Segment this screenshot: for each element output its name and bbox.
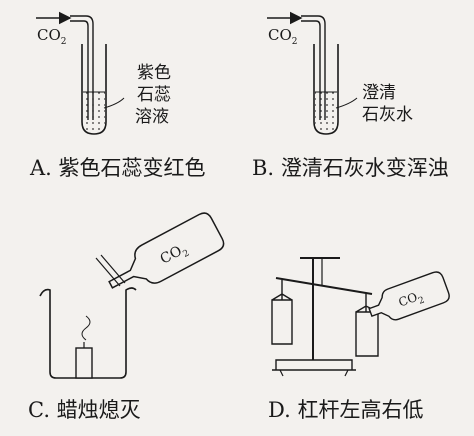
label-leader-b [335, 97, 358, 109]
smoke-c [81, 315, 91, 341]
litmus-label-line2: 石蕊 [137, 85, 171, 105]
panel-d-diagram: CO2 [271, 257, 450, 377]
lever-beam-d [275, 277, 373, 295]
limewater-label-line1: 澄清 [362, 83, 396, 103]
delivery-tube-b [301, 15, 326, 120]
gas-bottle-d [368, 271, 450, 321]
right-bag-d [355, 293, 379, 357]
panel-c-diagram: CO2 [39, 212, 225, 379]
litmus-label-line3: 溶液 [135, 107, 169, 127]
caption-a: A. 紫色石蕊变红色 [30, 156, 206, 180]
stand-base-d [272, 359, 356, 371]
delivery-tube-a [70, 15, 94, 120]
caption-b: B. 澄清石灰水变浑浊 [252, 156, 449, 180]
litmus-label-line1: 紫色 [137, 63, 171, 83]
test-tube-a [81, 44, 107, 135]
panel-b-diagram: CO2 澄清 石灰水 [267, 11, 413, 135]
co2-label-a: CO2 [37, 26, 67, 47]
test-tube-b [313, 44, 339, 135]
panel-a-diagram: CO2 紫色 石蕊 溶液 [36, 11, 171, 135]
co2-label-b: CO2 [268, 26, 298, 47]
pouring-glass-rod-c [95, 254, 126, 287]
liquid-b [315, 92, 337, 133]
candle-c [75, 347, 93, 379]
caption-d: D. 杠杆左高右低 [268, 398, 424, 422]
left-bag-d [271, 280, 293, 345]
limewater-label-line2: 石灰水 [362, 105, 413, 125]
gas-bottle-c [108, 212, 225, 289]
liquid-a [83, 92, 105, 133]
caption-c: C. 蜡烛熄灭 [28, 398, 141, 422]
co2-label-d: CO2 [397, 288, 426, 313]
label-leader-a [103, 97, 125, 109]
